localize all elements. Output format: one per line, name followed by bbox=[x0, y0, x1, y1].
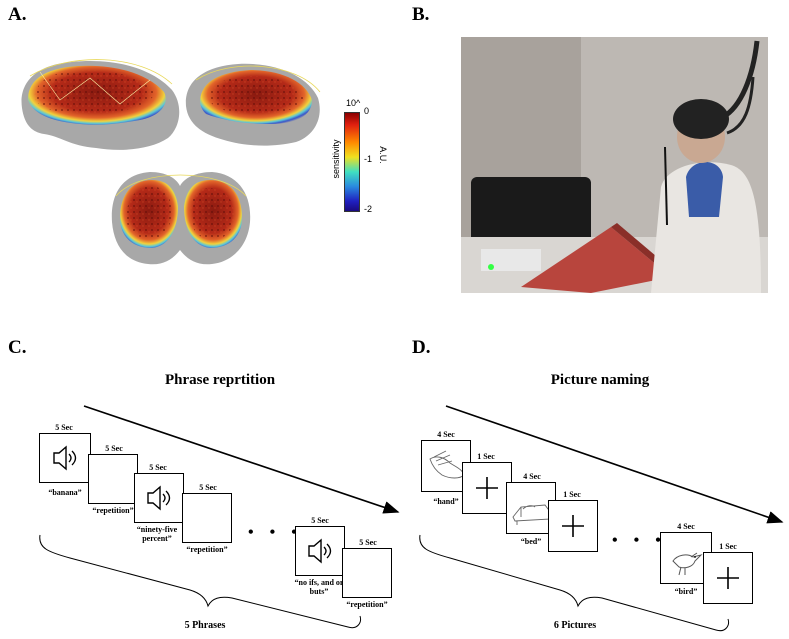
picture-task-title: Picture naming bbox=[550, 372, 650, 388]
bird-drawing-icon bbox=[672, 552, 703, 576]
brain-left-view bbox=[21, 59, 180, 150]
colorbar-tick-1: -1 bbox=[364, 154, 373, 164]
phrase-ellipsis: • • • bbox=[248, 524, 303, 541]
phrase-trial-5-caption: “no ifs, and or buts” bbox=[294, 578, 344, 596]
picture-trial-4-duration: 1 Sec bbox=[563, 490, 581, 499]
picture-trial-6-duration: 1 Sec bbox=[719, 542, 737, 551]
fixation-cross-icon bbox=[562, 515, 584, 537]
phrase-trial-1-duration: 5 Sec bbox=[55, 423, 73, 432]
phrase-trial-6-duration: 5 Sec bbox=[359, 538, 377, 547]
phrase-trial-5-duration: 5 Sec bbox=[311, 516, 329, 525]
phrase-trial-4-caption: “repetition” bbox=[186, 545, 228, 554]
picture-trial-4-box bbox=[548, 500, 598, 552]
picture-trial-1-caption: “hand” bbox=[433, 497, 459, 506]
brain-right-view bbox=[185, 63, 321, 146]
phrase-trial-5-box bbox=[295, 526, 345, 576]
picture-ellipsis: • • • bbox=[612, 532, 667, 549]
colorbar-tick-2: -2 bbox=[364, 204, 373, 214]
picture-trial-6-box bbox=[703, 552, 753, 604]
picture-trial-3-duration: 4 Sec bbox=[523, 472, 541, 481]
brain-posterior-view bbox=[111, 172, 251, 265]
speaker-icon bbox=[308, 538, 332, 564]
panel-label-a: A. bbox=[8, 4, 27, 25]
phrase-trial-2-caption: “repetition” bbox=[92, 506, 134, 515]
phrase-count-label: 5 Phrases bbox=[184, 620, 226, 631]
colorbar-tick-0: 0 bbox=[364, 106, 370, 116]
panel-label-c: C. bbox=[8, 337, 27, 358]
setup-photograph bbox=[461, 37, 768, 293]
phrase-trial-4-box bbox=[182, 493, 232, 543]
picture-trial-5-duration: 4 Sec bbox=[677, 522, 695, 531]
speaker-icon bbox=[147, 485, 171, 511]
phrase-trial-1-caption: “banana” bbox=[48, 488, 82, 497]
phrase-trial-3-caption: “ninety-five percent” bbox=[136, 525, 178, 543]
brain-sensitivity-figure bbox=[21, 59, 321, 265]
phrase-trial-3-duration: 5 Sec bbox=[149, 463, 167, 472]
phrase-trial-2-box bbox=[88, 454, 138, 504]
panel-label-b: B. bbox=[412, 4, 430, 25]
phrase-trial-4-duration: 5 Sec bbox=[199, 483, 217, 492]
speaker-icon bbox=[53, 445, 77, 471]
picture-trial-5-caption: “bird” bbox=[674, 587, 698, 596]
picture-trial-3-box bbox=[506, 482, 556, 534]
panel-label-d: D. bbox=[412, 337, 431, 358]
phrase-trial-6-caption: “repetition” bbox=[346, 600, 388, 609]
phrase-trial-1-box bbox=[39, 433, 91, 483]
phrase-trial-3-box bbox=[134, 473, 184, 523]
phrase-trial-2-duration: 5 Sec bbox=[105, 444, 123, 453]
phrase-trial-6-box bbox=[342, 548, 392, 598]
colorbar bbox=[344, 112, 360, 212]
picture-trial-1-duration: 4 Sec bbox=[437, 430, 455, 439]
fixation-cross-icon bbox=[476, 477, 498, 499]
phrase-task-title: Phrase reprtition bbox=[164, 372, 276, 388]
colorbar-top-label: 10^ bbox=[346, 98, 361, 108]
picture-trial-3-caption: “bed” bbox=[520, 537, 542, 546]
picture-trial-2-box bbox=[462, 462, 512, 514]
fixation-cross-icon bbox=[717, 567, 739, 589]
picture-count-label: 6 Pictures bbox=[553, 620, 597, 631]
picture-trial-2-duration: 1 Sec bbox=[477, 452, 495, 461]
